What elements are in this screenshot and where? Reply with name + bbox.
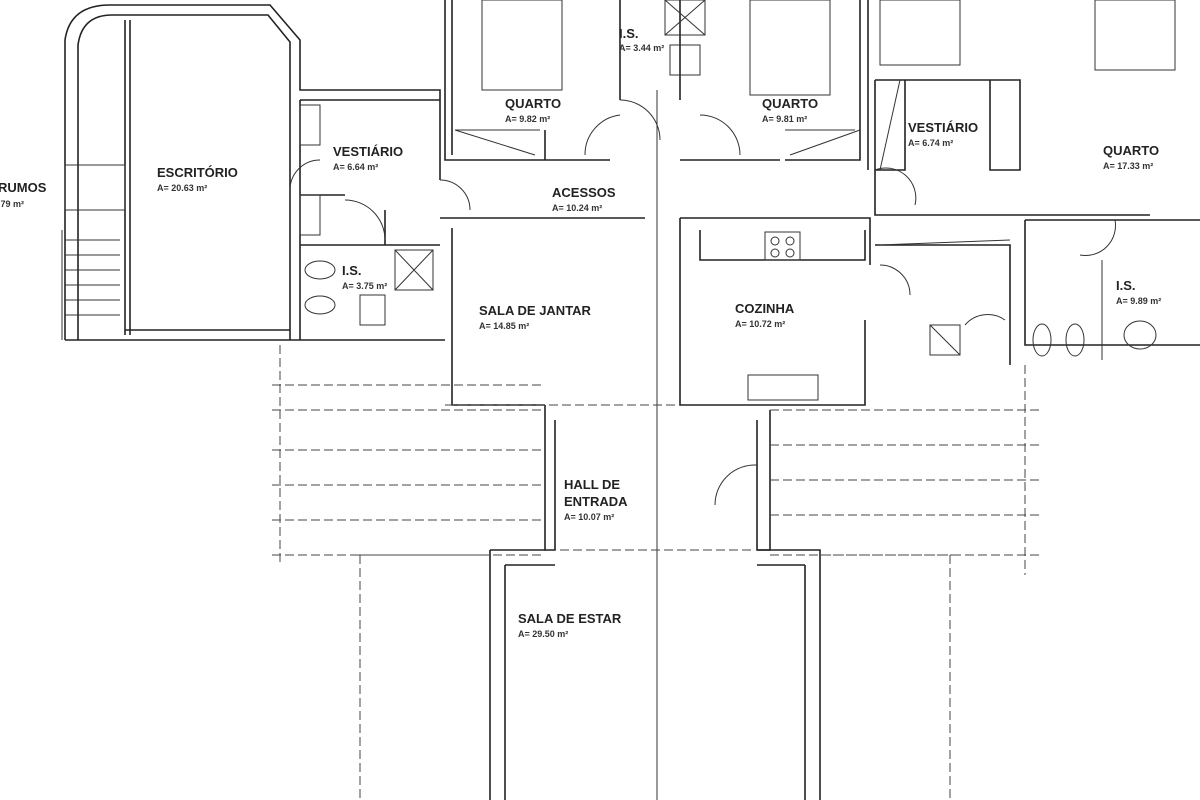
room-name-hall-2: ENTRADA bbox=[564, 494, 628, 509]
room-area-vestiario-left: A= 6.64 m² bbox=[333, 162, 378, 172]
bed bbox=[879, 0, 961, 66]
room-name-hall-1: HALL DE bbox=[564, 477, 620, 492]
walls bbox=[61, 0, 1200, 800]
room-name-cozinha: COZINHA bbox=[735, 301, 795, 316]
bed bbox=[749, 0, 831, 96]
room-name-sala-estar: SALA DE ESTAR bbox=[518, 611, 622, 626]
room-area-vestiario-right: A= 6.74 m² bbox=[908, 138, 953, 148]
room-area-sala-estar: A= 29.50 m² bbox=[518, 629, 568, 639]
bed bbox=[481, 0, 563, 91]
room-area-sala-jantar: A= 14.85 m² bbox=[479, 321, 529, 331]
room-area-acessos: A= 10.24 m² bbox=[552, 203, 602, 213]
room-area-quarto-3: A= 17.33 m² bbox=[1103, 161, 1153, 171]
room-name-escritorio: ESCRITÓRIO bbox=[157, 165, 238, 180]
room-name-sala-jantar: SALA DE JANTAR bbox=[479, 303, 592, 318]
room-area-is-left: A= 3.75 m² bbox=[342, 281, 387, 291]
sink bbox=[747, 374, 819, 401]
room-name-is-left: I.S. bbox=[342, 263, 362, 278]
room-name-quarto-2: QUARTO bbox=[762, 96, 818, 111]
room-name-is-right: I.S. bbox=[1116, 278, 1136, 293]
room-name-vestiario-left: VESTIÁRIO bbox=[333, 144, 403, 159]
room-name-quarto-1: QUARTO bbox=[505, 96, 561, 111]
room-area-is-center: A= 3.44 m² bbox=[619, 43, 664, 53]
room-name-vestiario-right: VESTIÁRIO bbox=[908, 120, 978, 135]
room-name-arrumos: RUMOS bbox=[0, 180, 47, 195]
room-area-hall: A= 10.07 m² bbox=[564, 512, 614, 522]
room-name-is-center: I.S. bbox=[619, 26, 639, 41]
cupboard bbox=[64, 164, 126, 211]
room-area-arrumos: .79 m² bbox=[0, 199, 24, 209]
room-area-quarto-1: A= 9.82 m² bbox=[505, 114, 550, 124]
room-area-cozinha: A= 10.72 m² bbox=[735, 319, 785, 329]
room-name-acessos: ACESSOS bbox=[552, 185, 616, 200]
room-name-quarto-3: QUARTO bbox=[1103, 143, 1159, 158]
room-area-escritorio: A= 20.63 m² bbox=[157, 183, 207, 193]
bed bbox=[1094, 0, 1176, 71]
stove bbox=[764, 231, 801, 261]
stairs bbox=[61, 230, 120, 340]
room-area-is-right: A= 9.89 m² bbox=[1116, 296, 1161, 306]
room-area-quarto-2: A= 9.81 m² bbox=[762, 114, 807, 124]
room-labels: ESCRITÓRIO A= 20.63 m² RUMOS .79 m² VEST… bbox=[0, 26, 1161, 639]
